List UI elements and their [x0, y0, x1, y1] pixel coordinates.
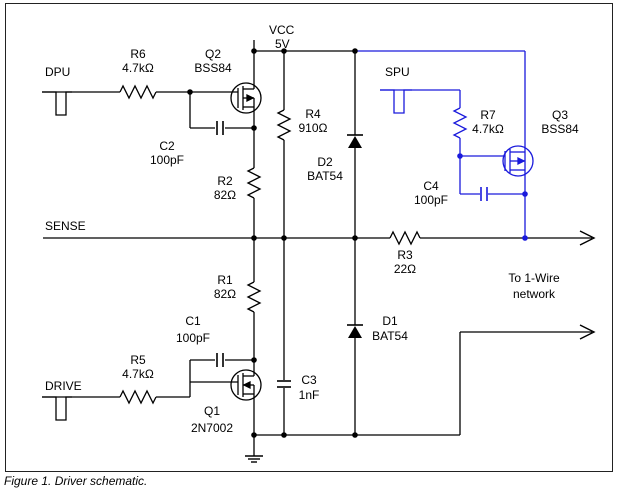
- d1-ref: D1: [382, 314, 398, 328]
- r7-value: 4.7kΩ: [472, 122, 504, 136]
- r3-value: 22Ω: [394, 262, 416, 276]
- drive-label: DRIVE: [45, 379, 82, 393]
- r1-ref: R1: [217, 273, 233, 287]
- r5-value: 4.7kΩ: [122, 367, 154, 381]
- r5-ref: R5: [130, 353, 146, 367]
- d2-diode-icon: [347, 134, 363, 148]
- r6-resistor-icon: [119, 84, 157, 100]
- r4-value: 910Ω: [299, 121, 328, 135]
- network-label-line2: network: [513, 287, 556, 301]
- c4-capacitor-icon: [480, 187, 488, 201]
- r7-resistor-icon: [452, 107, 468, 139]
- sense-label: SENSE: [45, 219, 86, 233]
- q2-mosfet-icon: [230, 82, 262, 114]
- vcc-label: VCC: [269, 23, 295, 37]
- r2-ref: R2: [217, 174, 233, 188]
- sense-arrow-icon: [579, 230, 596, 246]
- r1-resistor-icon: [246, 281, 262, 313]
- junction-dots: [187, 48, 358, 438]
- q3-ref: Q3: [552, 108, 568, 122]
- c4-ref: C4: [423, 179, 439, 193]
- d2-ref: D2: [317, 155, 333, 169]
- d1-value: BAT54: [372, 329, 408, 343]
- q3-mosfet-icon: [502, 145, 534, 177]
- r5-resistor-icon: [119, 389, 157, 405]
- network-arrow-icon: [579, 324, 596, 340]
- q2-value: BSS84: [194, 61, 232, 75]
- c3-value: 1nF: [299, 388, 320, 402]
- blue-junction-dots: [457, 153, 528, 241]
- spu-pulse-icon: [380, 89, 412, 114]
- c2-value: 100pF: [150, 153, 184, 167]
- labels: VCC 5V DPU SPU SENSE DRIVE To 1-Wire net…: [45, 23, 579, 435]
- r4-ref: R4: [305, 107, 321, 121]
- r6-ref: R6: [130, 47, 146, 61]
- dpu-pulse-icon: [42, 91, 72, 116]
- d2-value: BAT54: [307, 169, 343, 183]
- c1-capacitor-icon: [216, 353, 224, 367]
- blue-wiring: [355, 50, 526, 238]
- q1-mosfet-icon: [230, 369, 262, 401]
- c3-ref: C3: [301, 373, 317, 387]
- pulse-symbols: [42, 91, 72, 421]
- c2-ref: C2: [159, 139, 175, 153]
- ground-icon: [245, 455, 263, 463]
- drive-pulse-icon: [42, 396, 72, 421]
- c1-ref: C1: [185, 314, 201, 328]
- spu-label: SPU: [385, 65, 410, 79]
- q1-value: 2N7002: [191, 421, 233, 435]
- vcc-value-label: 5V: [275, 37, 290, 51]
- r7-ref: R7: [480, 108, 496, 122]
- r3-resistor-icon: [389, 230, 421, 246]
- r1-value: 82Ω: [214, 287, 236, 301]
- figure-caption: Figure 1. Driver schematic.: [4, 474, 148, 488]
- c1-value: 100pF: [176, 331, 210, 345]
- c2-capacitor-icon: [216, 121, 224, 135]
- d1-diode-icon: [347, 324, 363, 338]
- dpu-label: DPU: [45, 65, 70, 79]
- r2-value: 82Ω: [214, 188, 236, 202]
- r6-value: 4.7kΩ: [122, 61, 154, 75]
- c4-value: 100pF: [414, 193, 448, 207]
- c3-capacitor-icon: [277, 380, 291, 388]
- network-label-line1: To 1-Wire: [508, 271, 560, 285]
- q1-ref: Q1: [204, 404, 220, 418]
- r4-resistor-icon: [276, 109, 292, 141]
- q2-ref: Q2: [205, 47, 221, 61]
- r3-ref: R3: [397, 248, 413, 262]
- r2-resistor-icon: [246, 167, 262, 199]
- q3-value: BSS84: [541, 122, 579, 136]
